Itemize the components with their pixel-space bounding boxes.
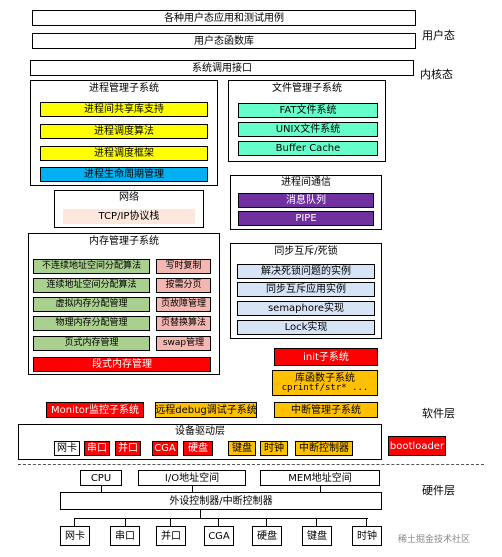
memory-item: 页故障管理 <box>156 297 211 312</box>
interrupt-subsystem: 中断管理子系统 <box>274 402 378 418</box>
process-subsystem: 进程管理子系统 进程间共享库支持 进程调度算法 进程调度框架 进程生命周期管理 <box>30 80 218 186</box>
layer-label-hardware: 硬件层 <box>422 484 455 497</box>
hw-cpu: CPU <box>80 470 122 486</box>
connector-line <box>101 486 102 492</box>
connector-line <box>320 486 321 492</box>
process-subsystem-title: 进程管理子系统 <box>89 83 159 94</box>
sync-subsystem: 同步互斥/死锁 解决死锁问题的实例 同步互斥应用实例 semaphore实现 L… <box>230 243 382 339</box>
connector-line <box>192 486 193 492</box>
driver-item: 键盘 <box>228 441 256 456</box>
hw-device: 并口 <box>156 526 186 546</box>
memory-segment: 段式内存管理 <box>33 357 211 372</box>
monitor-subsystem: Monitor监控子系统 <box>46 402 144 418</box>
driver-item: 网卡 <box>54 441 80 456</box>
ipc-subsystem: 进程间通信 消息队列 PIPE <box>230 175 382 230</box>
layer-label-kernel: 内核态 <box>420 68 453 81</box>
libfunc-subsystem: 库函数子系统 cprintf/str* ... <box>272 370 378 396</box>
memory-item: 不连续地址空间分配算法 <box>33 259 150 274</box>
hw-device: 串口 <box>110 526 140 546</box>
hw-device: CGA <box>204 526 234 546</box>
sync-item: 同步互斥应用实例 <box>237 282 375 297</box>
fs-item: Buffer Cache <box>238 141 378 156</box>
layer-label-user: 用户态 <box>422 29 455 42</box>
memory-item: 虚拟内存分配管理 <box>33 297 150 312</box>
layer-label-software: 软件层 <box>422 407 455 420</box>
driver-item: 中断控制器 <box>295 441 353 456</box>
connector-line <box>125 518 126 526</box>
network-title: 网络 <box>119 192 139 203</box>
fs-subsystem-title: 文件管理子系统 <box>272 83 342 94</box>
sync-item: Lock实现 <box>237 320 375 335</box>
connector-line <box>316 518 317 526</box>
connector-line <box>200 510 201 518</box>
hw-device: 键盘 <box>302 526 332 546</box>
driver-item: 时钟 <box>260 441 288 456</box>
ipc-item: PIPE <box>238 211 374 226</box>
process-item: 进程间共享库支持 <box>40 102 208 117</box>
memory-subsystem: 内存管理子系统 不连续地址空间分配算法 连续地址空间分配算法 虚拟内存分配管理 … <box>28 233 220 375</box>
user-apps-box: 各种用户态应用和测试用例 <box>32 10 416 26</box>
fs-item: FAT文件系统 <box>238 103 378 118</box>
driver-item: 串口 <box>84 441 110 456</box>
hardware-separator <box>18 464 484 465</box>
memory-item: 写时复制 <box>156 259 211 274</box>
connector-line <box>366 518 367 526</box>
init-subsystem: init子系统 <box>274 348 378 366</box>
driver-item: 并口 <box>115 441 141 456</box>
memory-item: 物理内存分配管理 <box>33 316 150 331</box>
memory-item: 按需分页 <box>156 278 211 293</box>
bootloader-box: bootloader <box>388 436 446 456</box>
hw-device: 时钟 <box>352 526 382 546</box>
sync-title: 同步互斥/死锁 <box>274 246 338 257</box>
driver-layer-title: 设备驱动层 <box>175 426 225 437</box>
memory-item: 连续地址空间分配算法 <box>33 278 150 293</box>
memory-title: 内存管理子系统 <box>89 236 159 247</box>
connector-line <box>74 518 75 526</box>
connector-line <box>170 518 171 526</box>
process-item: 进程调度框架 <box>40 146 208 161</box>
fs-subsystem: 文件管理子系统 FAT文件系统 UNIX文件系统 Buffer Cache <box>228 80 386 162</box>
hw-mem-space: MEM地址空间 <box>260 470 380 486</box>
fs-item: UNIX文件系统 <box>238 122 378 137</box>
libfunc-line1: 库函数子系统 <box>295 372 355 384</box>
libfunc-line2: cprintf/str* ... <box>281 382 369 393</box>
device-bus-line <box>74 518 368 519</box>
hw-device: 硬盘 <box>252 526 282 546</box>
sync-item: semaphore实现 <box>237 301 375 316</box>
user-libs-box: 用户态函数库 <box>32 33 416 49</box>
process-item: 进程生命周期管理 <box>40 167 208 182</box>
process-item: 进程调度算法 <box>40 124 208 139</box>
debug-subsystem: 远程debug调试子系统 <box>155 402 257 418</box>
hw-device: 网卡 <box>60 526 90 546</box>
memory-item: swap管理 <box>156 336 211 351</box>
memory-item: 页替换算法 <box>156 316 211 331</box>
memory-item: 页式内存管理 <box>33 336 150 351</box>
ipc-item: 消息队列 <box>238 193 374 208</box>
watermark-text: 稀土掘金技术社区 <box>398 535 471 545</box>
driver-item: CGA <box>152 441 178 456</box>
driver-item: 硬盘 <box>183 441 213 456</box>
connector-line <box>218 518 219 526</box>
hw-controller: 外设控制器/中断控制器 <box>60 492 382 510</box>
sync-item: 解决死锁问题的实例 <box>237 264 375 279</box>
connector-line <box>266 518 267 526</box>
network-subsystem: 网络 TCP/IP协议栈 <box>54 190 204 228</box>
ipc-title: 进程间通信 <box>281 177 331 188</box>
syscall-interface-box: 系统调用接口 <box>30 60 414 76</box>
network-item: TCP/IP协议栈 <box>63 209 195 224</box>
hw-io-space: I/O地址空间 <box>138 470 246 486</box>
